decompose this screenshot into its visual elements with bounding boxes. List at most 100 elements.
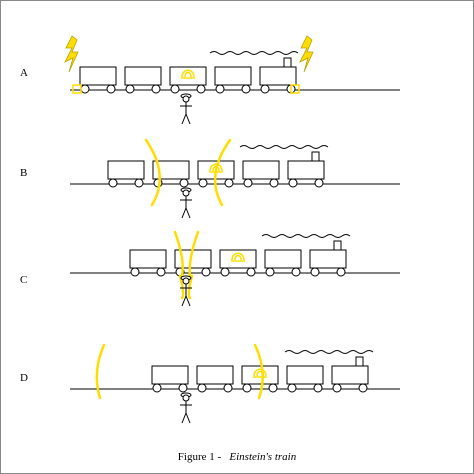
- wheel: [125, 84, 135, 94]
- lightning-bolt-icon: [64, 35, 79, 73]
- wheel: [130, 267, 140, 277]
- observer-head: [182, 189, 190, 197]
- smoke-trail: [239, 145, 329, 149]
- observer-leg: [185, 113, 191, 125]
- passenger-figure: [181, 69, 195, 79]
- train-car: [129, 249, 167, 269]
- wheel: [178, 383, 188, 393]
- row-label-d: D: [20, 372, 28, 384]
- train-car: [241, 365, 279, 385]
- observer-leg: [181, 207, 187, 219]
- wheel: [287, 383, 297, 393]
- wheel: [170, 84, 180, 94]
- strike-point-marker: [290, 84, 300, 94]
- observer-figure: [180, 93, 192, 125]
- train-car: [196, 365, 234, 385]
- train-car: [242, 160, 280, 180]
- light-wavefront: [95, 343, 106, 400]
- train-car: [331, 365, 369, 385]
- wheel: [241, 84, 251, 94]
- wheel: [152, 383, 162, 393]
- caption-prefix: Figure 1 -: [177, 451, 222, 463]
- train-car: [259, 66, 297, 86]
- wheel: [80, 84, 90, 94]
- wheel: [106, 84, 116, 94]
- wheel: [313, 383, 323, 393]
- passenger-figure: [231, 252, 245, 262]
- caption-title: Einstein's train: [229, 451, 297, 463]
- observer-leg: [185, 412, 191, 424]
- train-car: [169, 66, 207, 86]
- engine-chimney: [283, 57, 292, 68]
- light-wavefront: [178, 274, 185, 300]
- observer-leg: [181, 412, 187, 424]
- wheel: [215, 84, 225, 94]
- smoke-trail: [284, 350, 374, 354]
- wheel: [310, 267, 320, 277]
- smoke-trail: [261, 234, 351, 238]
- observer-leg: [185, 207, 191, 219]
- train-car: [151, 365, 189, 385]
- strike-point-marker: [72, 84, 82, 94]
- wheel: [314, 178, 324, 188]
- observer-head: [182, 277, 190, 285]
- wheel: [246, 267, 256, 277]
- train-car: [79, 66, 117, 86]
- wheel: [156, 267, 166, 277]
- wheel: [358, 383, 368, 393]
- light-wavefront: [213, 138, 232, 207]
- row-label-b: B: [20, 167, 28, 179]
- train-car: [219, 249, 257, 269]
- row-label-c: C: [20, 274, 28, 286]
- wheel: [336, 267, 346, 277]
- train: [151, 350, 374, 393]
- wheel: [223, 383, 233, 393]
- observer-figure: [180, 275, 192, 307]
- wheel: [288, 178, 298, 188]
- observer-figure: [180, 392, 192, 424]
- light-wavefront: [188, 230, 200, 278]
- wheel: [243, 178, 253, 188]
- wheel: [242, 383, 252, 393]
- wheel: [201, 267, 211, 277]
- train-car: [107, 160, 145, 180]
- wheel: [197, 383, 207, 393]
- wheel: [291, 267, 301, 277]
- wheel: [198, 178, 208, 188]
- wheel: [134, 178, 144, 188]
- wheel: [224, 178, 234, 188]
- wheel: [196, 84, 206, 94]
- smoke-trail: [209, 51, 299, 55]
- figure-caption: Figure 1 - Einstein's train: [0, 451, 474, 463]
- observer-figure: [180, 187, 192, 219]
- wheel: [179, 178, 189, 188]
- engine-chimney: [355, 356, 364, 367]
- lightning-bolt-icon: [299, 35, 314, 73]
- train-car: [287, 160, 325, 180]
- train: [79, 51, 299, 94]
- train-car: [152, 160, 190, 180]
- train-car: [286, 365, 324, 385]
- observer-head: [182, 394, 190, 402]
- wheel: [269, 178, 279, 188]
- light-wavefront: [144, 138, 161, 207]
- engine-chimney: [311, 151, 320, 162]
- observer-leg: [181, 295, 187, 307]
- row-label-a: A: [20, 67, 28, 79]
- light-wavefront: [187, 274, 194, 300]
- light-wavefront: [173, 230, 184, 278]
- train: [129, 234, 351, 277]
- wheel: [260, 84, 270, 94]
- observer-leg: [185, 295, 191, 307]
- scene: [64, 35, 400, 424]
- wheel: [332, 383, 342, 393]
- wheel: [268, 383, 278, 393]
- light-wavefront: [253, 343, 264, 400]
- train-car: [124, 66, 162, 86]
- train-car: [309, 249, 347, 269]
- wheel: [220, 267, 230, 277]
- train-car: [214, 66, 252, 86]
- wheel: [265, 267, 275, 277]
- wheel: [151, 84, 161, 94]
